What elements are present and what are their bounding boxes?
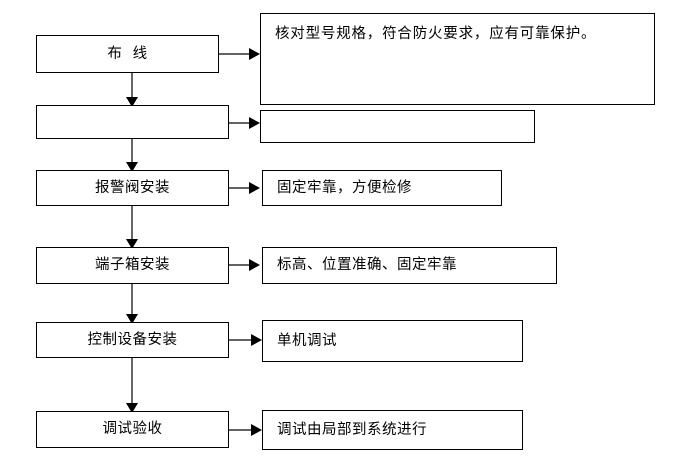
stage-box-step-1[interactable]: 布 线 — [36, 35, 219, 73]
connector-step2-to-step3 — [126, 139, 138, 172]
stage-box-step-2[interactable] — [36, 105, 229, 139]
connector-step4-to-requirement4 — [229, 259, 260, 271]
requirement-box-step-1[interactable]: 核对型号规格，符合防火要求，应有可靠保护。 — [260, 13, 655, 105]
requirement-box-step-5[interactable]: 单机调试 — [262, 320, 523, 362]
connector-step1-to-requirement1 — [219, 48, 260, 60]
connector-step5-to-step6 — [126, 358, 138, 413]
requirement-box-step-3[interactable]: 固定牢靠，方便检修 — [262, 170, 502, 206]
connector-step2-to-requirement2 — [229, 117, 260, 129]
connector-step3-to-requirement3 — [229, 182, 260, 194]
connector-step3-to-step4 — [126, 206, 138, 249]
requirement-box-step-6[interactable]: 调试由局部到系统进行 — [262, 410, 523, 450]
connector-step5-to-requirement5 — [229, 334, 262, 346]
stage-box-step-5[interactable]: 控制设备安装 — [36, 322, 229, 358]
stage-box-step-6[interactable]: 调试验收 — [36, 411, 229, 448]
connector-step4-to-step5 — [126, 284, 138, 324]
connector-step6-to-requirement6 — [229, 424, 262, 436]
connector-step1-to-step2 — [126, 73, 138, 107]
stage-box-step-4[interactable]: 端子箱安装 — [36, 247, 229, 284]
requirement-box-step-2[interactable] — [260, 110, 535, 143]
stage-box-step-3[interactable]: 报警阀安装 — [36, 170, 229, 206]
requirement-box-step-4[interactable]: 标高、位置准确、固定牢靠 — [262, 247, 557, 284]
